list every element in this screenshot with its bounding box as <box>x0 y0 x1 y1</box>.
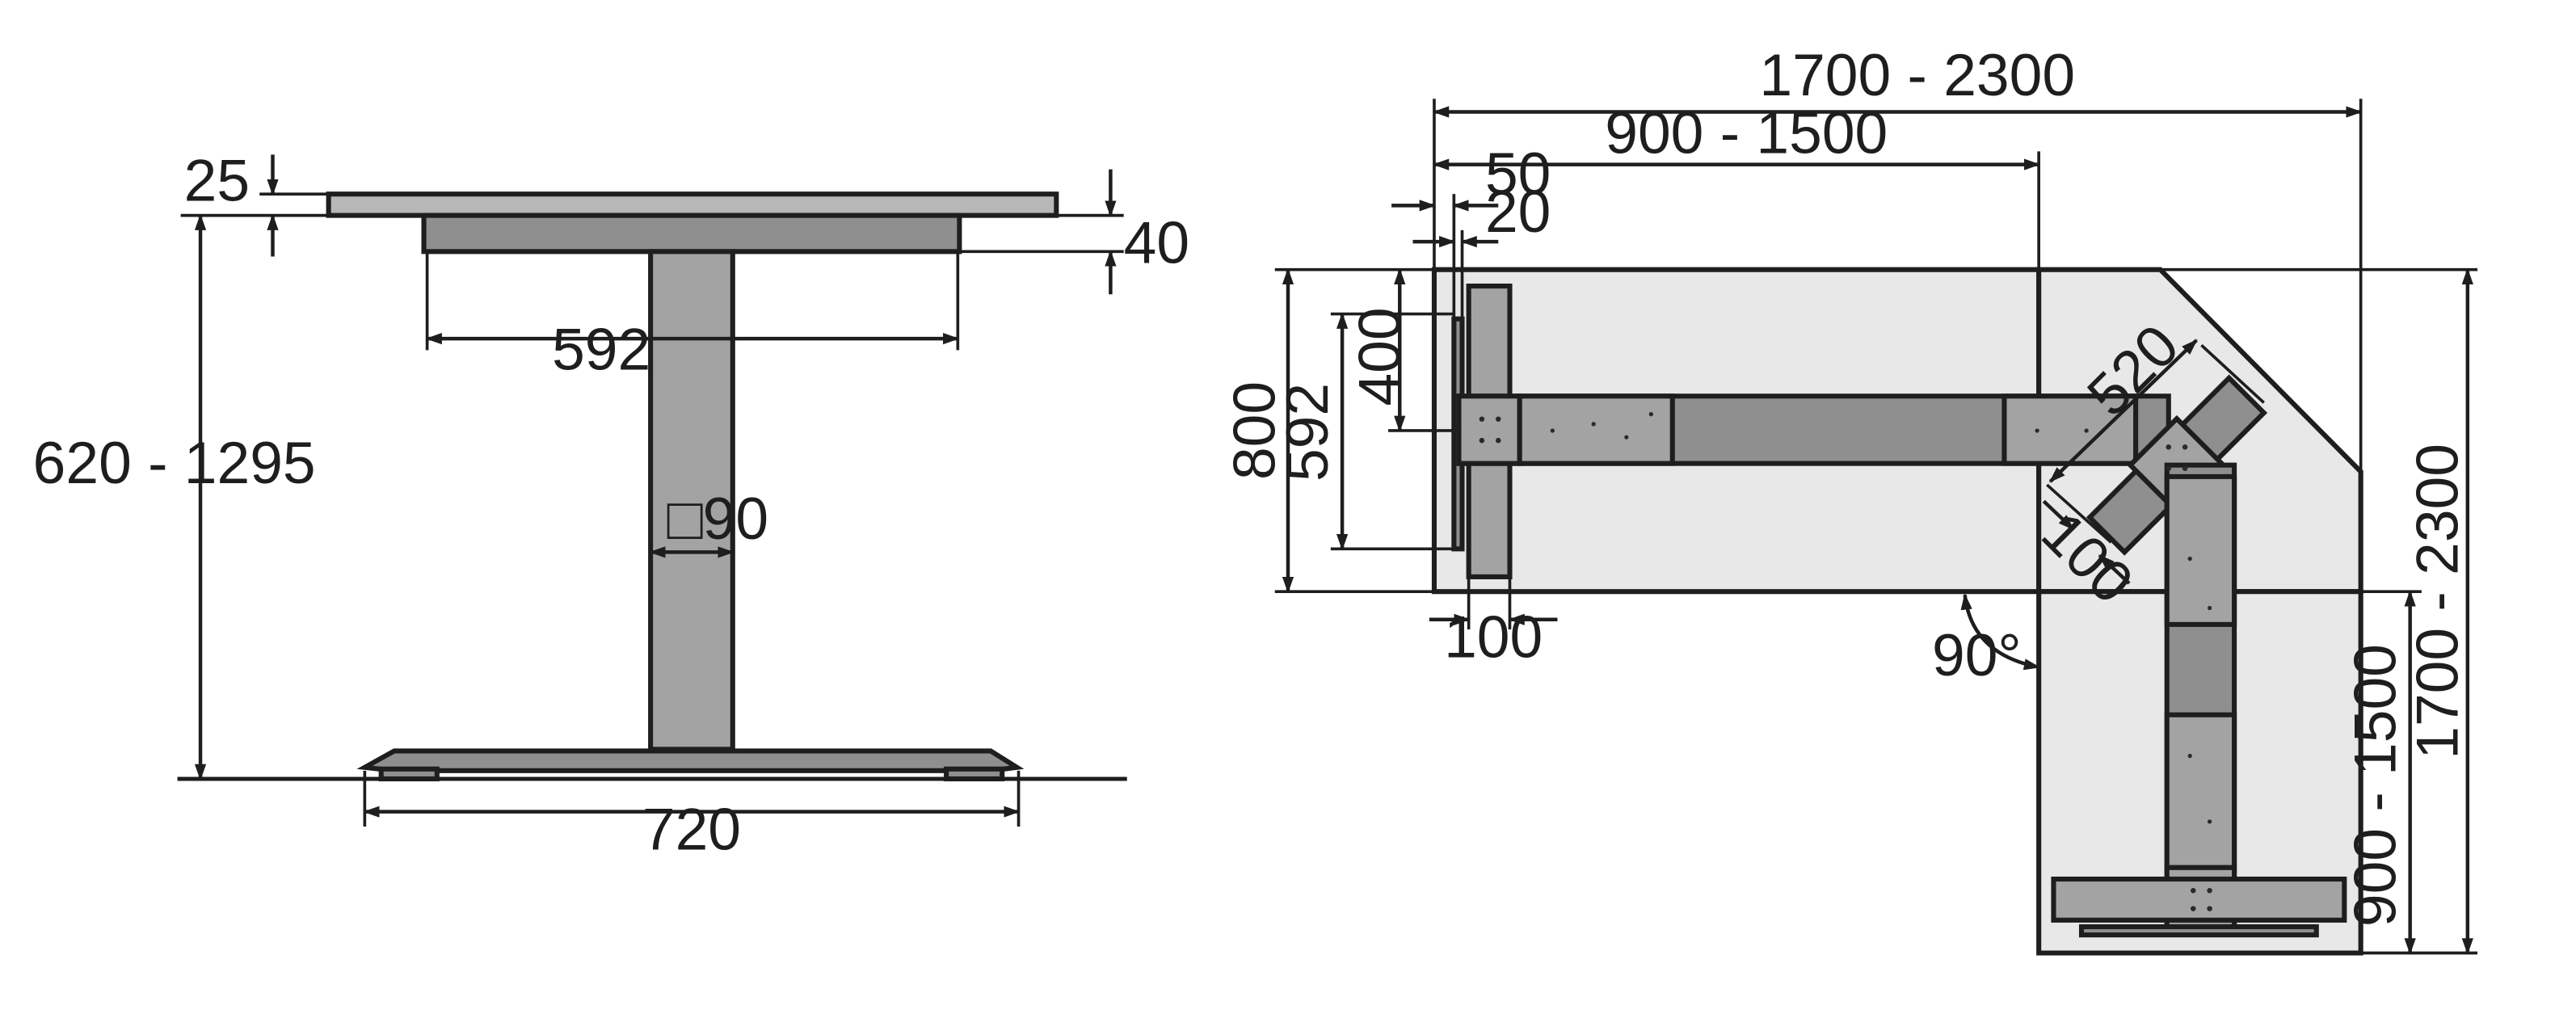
beam-bracket-1 <box>1456 393 1522 466</box>
dim-segment-length-top: 900 - 1500 <box>1432 99 2041 270</box>
dim-offsets: 50 20 <box>1391 141 1551 319</box>
beam-bracket-2 <box>1517 393 1675 466</box>
dim-label-1700-2300-right: 1700 - 2300 <box>2405 444 2471 759</box>
dim-segment-length-right: 900 - 1500 <box>2342 590 2422 955</box>
vbeam-bracket-2 <box>2164 712 2237 870</box>
dim-column: □90 <box>649 486 768 558</box>
dim-label-40: 40 <box>1124 210 1189 276</box>
dim-label-20: 20 <box>1485 179 1551 245</box>
dim-label-592: 592 <box>552 317 650 383</box>
dim-label-90deg: 90° <box>1932 622 2022 688</box>
foot-glide-right <box>944 766 1005 782</box>
dim-label-1700-2300-top: 1700 - 2300 <box>1759 42 2075 108</box>
vbeam-bracket-1 <box>2164 473 2237 627</box>
dim-top-thickness: 25 <box>180 147 424 257</box>
dim-total-length-top: 1700 - 2300 <box>1432 42 2363 472</box>
foot <box>356 748 1025 773</box>
bottom-mount-rail <box>2078 924 2319 938</box>
foot-glide-left <box>378 766 440 782</box>
dim-offset-400: 400 <box>1346 267 1459 432</box>
dim-label-900-1500-right: 900 - 1500 <box>2342 644 2408 927</box>
dim-label-50: 50 <box>1485 141 1551 207</box>
dim-foot-length: 720 <box>363 770 1021 862</box>
dim-label-column: □90 <box>667 486 768 552</box>
dim-frame-width: 592 <box>425 251 960 383</box>
dim-label-900-1500-top: 900 - 1500 <box>1605 99 1888 166</box>
dim-label-592-plan: 592 <box>1274 383 1341 482</box>
bottom-foot <box>2051 876 2347 923</box>
dim-angle: 90° <box>1932 593 2041 688</box>
dim-frame-depth: 40 <box>959 169 1189 295</box>
dim-label-800: 800 <box>1222 381 1288 480</box>
dim-label-400: 400 <box>1346 307 1412 406</box>
dim-height: 620 - 1295 <box>33 213 316 781</box>
tabletop <box>326 191 1059 218</box>
dim-label-height: 620 - 1295 <box>33 430 316 496</box>
dim-depth-800: 800 <box>1222 267 1434 594</box>
plan-view: 1700 - 2300 900 - 1500 50 20 800 <box>1222 42 2478 956</box>
dim-label-25: 25 <box>184 147 250 213</box>
side-view: 25 40 592 620 - 1295 □90 <box>33 147 1189 862</box>
frame <box>421 212 962 255</box>
dim-label-720: 720 <box>642 796 741 862</box>
dim-crossbar-592: 592 <box>1274 312 1454 551</box>
dim-label-100-leg: 100 <box>1444 604 1543 671</box>
dim-leg-width: 100 <box>1429 576 1558 671</box>
